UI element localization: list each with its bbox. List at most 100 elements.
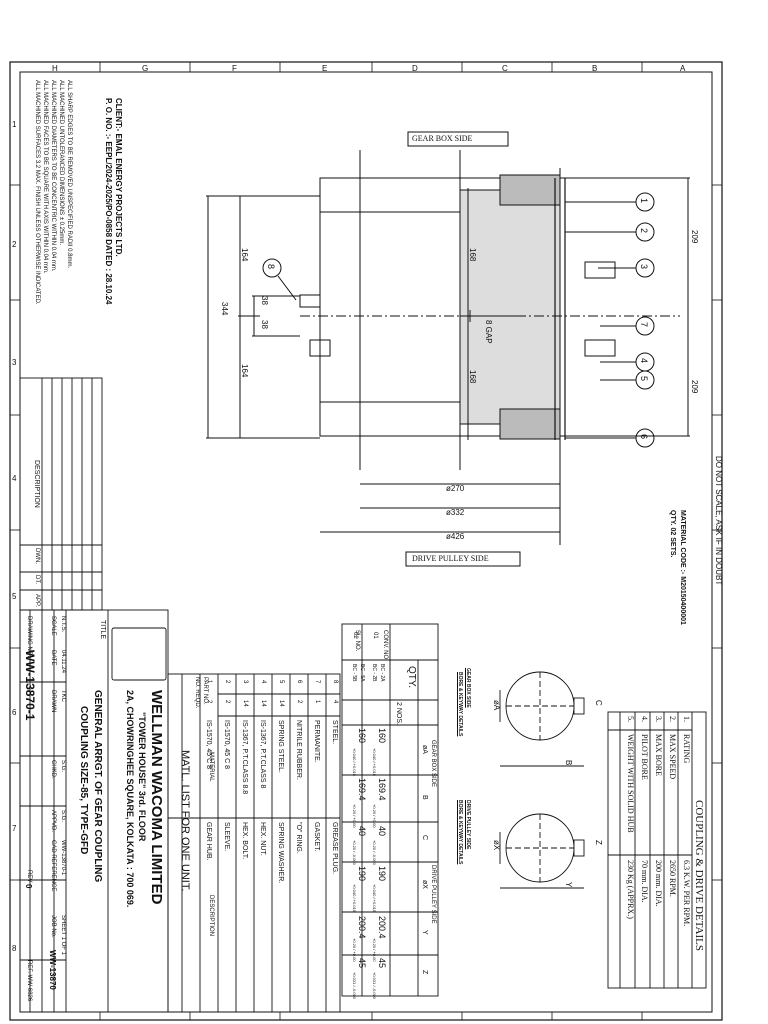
keyway-label-b: B	[564, 760, 573, 766]
material-code: MATERIAL CODE :- M20150400001	[679, 510, 686, 625]
title-label: TITLE	[99, 620, 106, 640]
material-qty: QTY. 02 SETS.	[669, 510, 676, 558]
revision-block	[19, 377, 103, 611]
bore-row-y-tol: +0.20 / +0.00	[352, 938, 357, 962]
bore-row-z-tol: +0.031 / -0.000	[352, 972, 357, 1000]
company-name: WELLMAN WACOMA LIMITED	[148, 690, 165, 905]
drawn-value: TKC	[60, 690, 66, 702]
coupling-row-label: MAX BORE	[654, 734, 663, 777]
dim-38-upper: 38	[260, 296, 269, 305]
dim-38-lower: 38	[260, 320, 269, 329]
bore-row-z: 45	[357, 958, 367, 969]
note-4: ALL MACHINED FACES TO BE SQUARE WITH AXI…	[42, 80, 48, 274]
coupling-row-label: RATING	[682, 734, 691, 764]
coupling-row-label: WEIGHT WITH SOLID HUB	[626, 734, 635, 833]
bore-qty-value: 2 NOS.	[395, 702, 402, 725]
coupling-row-value: 6.3 K.W. PER RPM.	[682, 860, 691, 927]
bore-row-phi-a-tol: +0.040 / +0.015	[372, 748, 377, 777]
part-number: 5	[278, 680, 284, 684]
revision-dwn: DWN.	[34, 548, 40, 564]
bore-row-phi-x-tol: +0.040 / +0.015	[372, 884, 377, 913]
part-description: HEX. NUT.	[259, 822, 266, 856]
zone-label: F	[232, 64, 237, 73]
bore-row-y-tol: +0.20 / +0.00	[372, 938, 377, 962]
zone-label: 6	[12, 708, 17, 717]
keyway-caption-drive: DRIVE PULLEY SIDE	[465, 800, 471, 850]
dim-209-lower: 209	[690, 380, 699, 394]
keyway-details	[499, 671, 585, 889]
revision-label: REV	[26, 870, 32, 883]
part-number: 4	[260, 680, 266, 684]
revision-dt: DT.	[34, 575, 40, 584]
bore-row-phi-x: 190	[357, 866, 367, 882]
coupling-row-number: 3.	[654, 716, 663, 722]
coupling-section	[206, 131, 690, 567]
dim-426: ø426	[446, 532, 465, 541]
part-description: SLEEVE.	[223, 822, 230, 852]
part-quantity: 1	[314, 700, 320, 704]
note-1: ALL SHARP EDGES TO BE REMOVED UNSPECIFIE…	[66, 80, 72, 269]
keyway-caption-gear: GEAR BOX SIDE	[465, 668, 471, 708]
coupling-table-lines	[607, 711, 707, 989]
dim-344: 344	[220, 302, 229, 316]
part-material: PERMANITE.	[313, 720, 320, 763]
bore-row-y: 200.4	[357, 916, 367, 939]
dim-209-upper: 209	[690, 230, 699, 244]
checked-label: CHKD.	[50, 760, 56, 779]
zone-label: 5	[12, 592, 17, 601]
bore-row-b-tol: +0.20 / +0.00	[352, 804, 357, 828]
dim-gap: 8 GAP	[484, 320, 493, 344]
zone-label: G	[142, 64, 149, 73]
keyway-label-phi-a: øA	[492, 700, 501, 711]
bore-row-b: 169.4	[377, 778, 387, 801]
part-quantity: 14	[278, 700, 284, 707]
revision-app: APP.	[34, 594, 40, 607]
part-quantity: 2	[224, 700, 230, 704]
bore-header-b: B	[421, 795, 428, 800]
part-number: 8	[332, 680, 338, 684]
approved-value: S.G.	[60, 810, 66, 823]
bore-row-phi-a-tol: +0.040 / +0.015	[352, 748, 357, 777]
coupling-row-value: 230 Kg (APPRX.)	[626, 860, 635, 919]
coupling-row-value: 70 mm. DIA.	[640, 860, 649, 903]
drive-pulley-side-label: DRIVE PULLEY SIDE	[412, 554, 489, 563]
bore-row-c: 40	[357, 826, 367, 837]
part-description: GREASE PLUG.	[331, 822, 338, 875]
zone-label: E	[322, 64, 328, 73]
keyway-caption-drive-2: BORE & KEYWAY DETAILS	[457, 800, 463, 865]
bore-row-conv-b: BC - 5B	[351, 664, 357, 682]
bore-header-y: Y	[421, 930, 428, 935]
bore-header-a: øA	[421, 745, 428, 754]
bore-row-conv-a: BC - 2A	[379, 664, 385, 682]
dim-164-upper: 164	[240, 248, 249, 262]
zone-label: 4	[12, 474, 17, 483]
parts-header-description: DESCRIPTION	[208, 895, 214, 937]
zone-label: B	[592, 64, 598, 73]
sheet-number: SHEET 1 OF 1	[60, 915, 66, 955]
bore-row-conv-b: BC - 2B	[371, 664, 377, 682]
part-description: "O" RING.	[295, 822, 302, 854]
part-number: 1	[206, 680, 212, 684]
job-label: JOB No.	[50, 915, 56, 938]
title-block-lines	[19, 609, 169, 1013]
parts-list-lines	[167, 673, 341, 1013]
scale-value: N.T.S.	[60, 616, 66, 633]
keyway-caption-gear-2: BORE & KEYWAY DETAILS	[457, 672, 463, 737]
bore-header-c: C	[421, 835, 428, 841]
bore-row-phi-x-tol: +0.040 / +0.015	[352, 884, 357, 913]
dim-168-lower: 168	[468, 370, 477, 384]
bore-row-y: 200.4	[377, 916, 387, 939]
keyway-label-z: Z	[594, 840, 603, 845]
part-material: IS-1367, P.T.CLASS 8.8	[241, 720, 248, 795]
zone-label: 3	[12, 358, 17, 367]
coupling-row-label: MAX SPEED	[668, 734, 677, 780]
zone-label: D	[412, 64, 418, 73]
balloon-3: 3	[639, 264, 649, 270]
part-quantity: 4	[332, 700, 338, 704]
bore-row-z: 45	[377, 958, 387, 969]
title-line-2: COUPLING SIZE-85, TYPE-GFD	[78, 706, 89, 855]
date-value: 04.11.24	[60, 650, 66, 673]
company-address-1: "TOWER HOUSE" 3rd. FLOOR	[137, 712, 147, 842]
